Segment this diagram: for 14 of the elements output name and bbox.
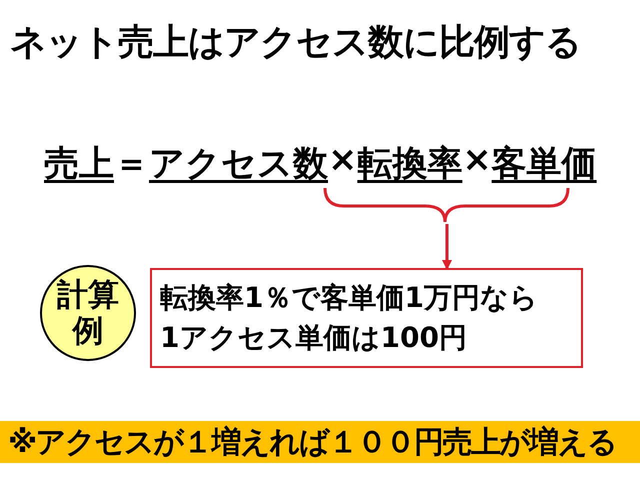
example-box — [150, 268, 583, 368]
formula-term: アクセス数 — [149, 143, 328, 186]
arrow — [442, 224, 452, 270]
example-text: 転換率1％で客単価1万円なら — [160, 280, 539, 316]
formula-term: 売上 — [44, 143, 114, 186]
operator-sign: ＝ — [114, 143, 149, 186]
formula-term: 客単価 — [492, 143, 597, 186]
operator-sign: × — [462, 140, 492, 182]
note-text: ※アクセスが１増えれば１００円売上が増える — [8, 424, 617, 462]
circle-text: 計算例 — [56, 277, 120, 349]
formula-term: 転換率 — [357, 143, 462, 186]
example-text: 1アクセス単価は100円 — [160, 320, 468, 356]
operator-sign: × — [328, 140, 358, 182]
title: ネット売上はアクセス数に比例する — [10, 21, 581, 65]
